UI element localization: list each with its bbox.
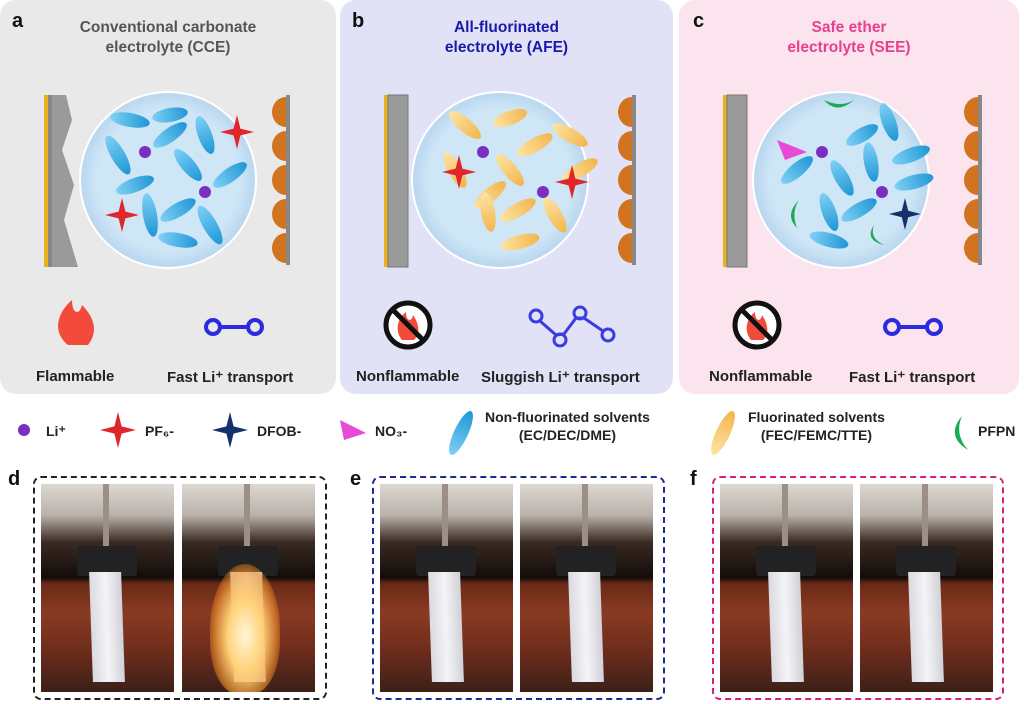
burn-test-photo-before [380, 484, 513, 692]
property-label: Fast Li⁺ transport [167, 369, 294, 386]
fast-transport-icon [204, 318, 264, 336]
sluggish-transport-icon [528, 305, 616, 348]
photo-group-cce [33, 476, 327, 700]
dfob-anion-icon [212, 412, 248, 448]
nonflammable-icon [383, 300, 433, 350]
flame-icon [58, 300, 95, 345]
burn-test-photo-after [520, 484, 653, 692]
fluorinated-solvent-icon [711, 411, 735, 455]
cce-diagram [44, 91, 290, 345]
legend-label: Non-fluorinated solvents(EC/DEC/DME) [485, 409, 650, 443]
property-label: Nonflammable [709, 368, 813, 385]
burn-test-photo-before [720, 484, 853, 692]
legend-label: DFOB- [257, 423, 302, 439]
panel-letter: e [350, 468, 362, 490]
panel-letter: c [693, 10, 705, 32]
legend-label: PFPN [978, 423, 1016, 439]
legend: Li⁺ PF₆- DFOB- NO₃- Non-fluorinated solv… [0, 408, 1024, 458]
legend-label: NO₃- [375, 423, 408, 439]
pfpn-icon [954, 416, 968, 450]
non-fluorinated-solvent-icon [449, 411, 473, 455]
legend-label: PF₆- [145, 423, 174, 439]
panel-letter: a [12, 10, 24, 32]
legend-label: Li⁺ [46, 423, 66, 439]
no3-anion-icon [340, 420, 366, 440]
property-label: Fast Li⁺ transport [849, 369, 976, 386]
photo-group-see [712, 476, 1004, 700]
legend-label: Fluorinated solvents(FEC/FEMC/TTE) [748, 409, 885, 443]
pf6-anion-icon [100, 412, 136, 448]
property-label: Nonflammable [356, 368, 460, 385]
li-ion-icon [18, 424, 30, 436]
panel-letter: f [690, 468, 697, 490]
burn-test-photo-before [41, 484, 174, 692]
afe-diagram [383, 91, 636, 350]
burn-test-photo-after [860, 484, 993, 692]
photo-group-afe [372, 476, 665, 700]
property-label: Sluggish Li⁺ transport [481, 369, 640, 386]
panel-letter: b [352, 10, 365, 32]
burn-test-photo-burning [182, 484, 315, 692]
fast-transport-icon [883, 318, 943, 336]
nonflammable-icon [732, 300, 782, 350]
property-label: Flammable [36, 368, 115, 385]
see-diagram [723, 91, 982, 350]
panel-letter: d [8, 468, 21, 490]
